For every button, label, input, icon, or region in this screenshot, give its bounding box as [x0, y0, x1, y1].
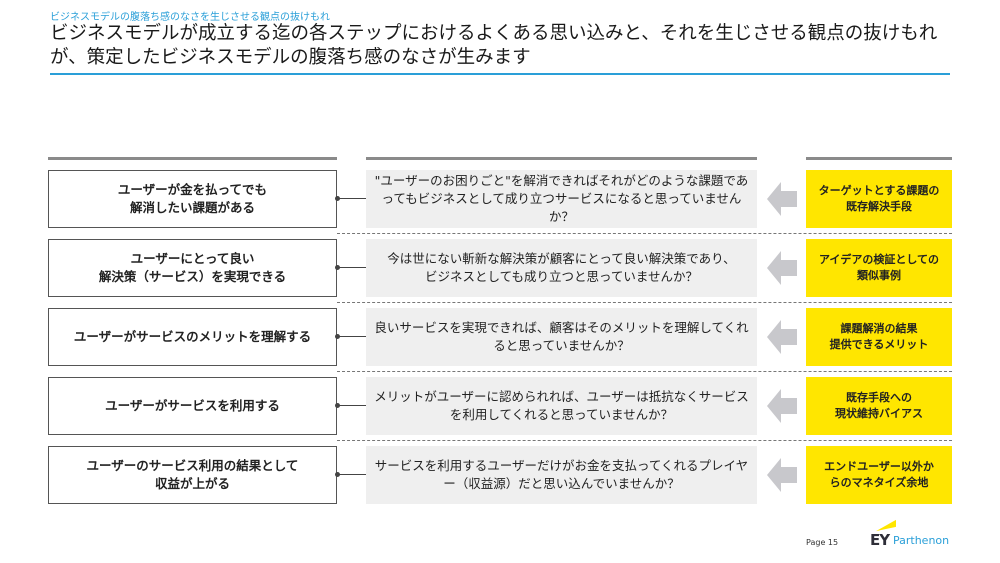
assumption-box: 良いサービスを実現できれば、顧客はそのメリットを理解してくれると思っていませんか… [366, 308, 757, 366]
viewpoint-box: ターゲットとする課題の 既存解決手段 [806, 170, 952, 228]
connector-dot [335, 403, 340, 408]
connector-line [337, 267, 366, 268]
left-arrow-icon [767, 320, 797, 354]
step-box: ユーザーがサービスのメリットを理解する [48, 308, 337, 366]
row-divider [337, 371, 952, 372]
left-arrow-icon [767, 251, 797, 285]
assumption-box: "ユーザーのお困りごと"を解消できればそれがどのような課題であってもビジネスとし… [366, 170, 757, 228]
step-box: ユーザーが金を払ってでも 解消したい課題がある [48, 170, 337, 228]
assumption-box: メリットがユーザーに認められれば、ユーザーは抵抗なくサービスを利用してくれると思… [366, 377, 757, 435]
column-header-line-viewpoints [806, 157, 952, 160]
step-row: ユーザーにとって良い 解決策（サービス）を実現できる 今は世にない斬新な解決策が… [0, 239, 1000, 297]
column-header-line-assumptions [366, 157, 757, 160]
logo-beam-icon [876, 519, 896, 532]
step-box: ユーザーがサービスを利用する [48, 377, 337, 435]
logo-parthenon: Parthenon [893, 534, 950, 547]
row-divider [337, 233, 952, 234]
viewpoint-box: 課題解消の結果 提供できるメリット [806, 308, 952, 366]
step-box: ユーザーにとって良い 解決策（サービス）を実現できる [48, 239, 337, 297]
connector-dot [335, 334, 340, 339]
step-row: ユーザーのサービス利用の結果として 収益が上がる サービスを利用するユーザーだけ… [0, 446, 1000, 504]
page-number: Page 15 [806, 538, 839, 547]
row-divider [337, 302, 952, 303]
connector-dot [335, 265, 340, 270]
left-arrow-icon [767, 389, 797, 423]
logo-ey: EY [870, 531, 890, 549]
left-arrow-icon [767, 458, 797, 492]
connector-line [337, 405, 366, 406]
step-row: ユーザーが金を払ってでも 解消したい課題がある "ユーザーのお困りごと"を解消で… [0, 170, 1000, 228]
slide-title: ビジネスモデルが成立する迄の各ステップにおけるよくある思い込みと、それを生じさせ… [50, 23, 938, 68]
viewpoint-box: 既存手段への 現状維持バイアス [806, 377, 952, 435]
viewpoint-box: エンドユーザー以外か らのマネタイズ余地 [806, 446, 952, 504]
title-divider [50, 73, 950, 75]
step-row: ユーザーがサービスを利用する メリットがユーザーに認められれば、ユーザーは抵抗な… [0, 377, 1000, 435]
connector-dot [335, 196, 340, 201]
ey-parthenon-logo: EY Parthenon [870, 519, 960, 552]
step-row: ユーザーがサービスのメリットを理解する 良いサービスを実現できれば、顧客はそのメ… [0, 308, 1000, 366]
step-box: ユーザーのサービス利用の結果として 収益が上がる [48, 446, 337, 504]
connector-dot [335, 472, 340, 477]
connector-line [337, 474, 366, 475]
column-header-line-steps [48, 157, 337, 160]
connector-line [337, 336, 366, 337]
row-divider [337, 440, 952, 441]
connector-line [337, 198, 366, 199]
slide-subtitle: ビジネスモデルの腹落ち感のなさを生じさせる観点の抜けもれ [50, 12, 330, 23]
assumption-box: サービスを利用するユーザーだけがお金を支払ってくれるプレイヤー（収益源）だと思い… [366, 446, 757, 504]
left-arrow-icon [767, 182, 797, 216]
viewpoint-box: アイデアの検証としての 類似事例 [806, 239, 952, 297]
assumption-box: 今は世にない斬新な解決策が顧客にとって良い解決策であり、 ビジネスとしても成り立… [366, 239, 757, 297]
